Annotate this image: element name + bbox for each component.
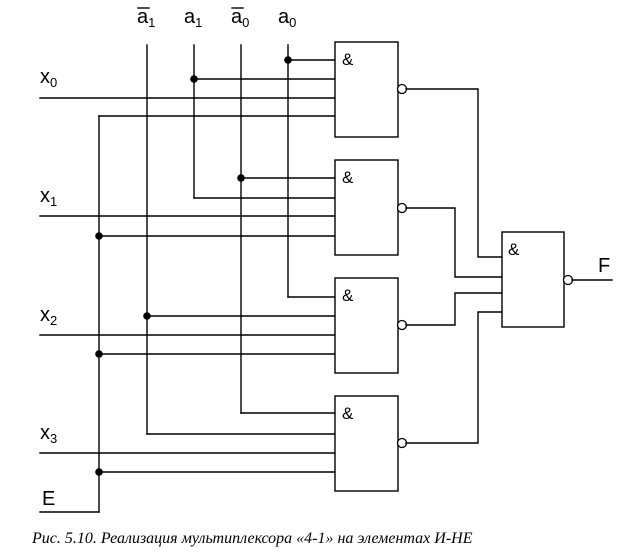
wire-gate2-out [405, 292, 503, 326]
gate-box [501, 231, 565, 328]
label-a0-bar: a0 [231, 6, 249, 30]
junction-a0-gate0 [284, 56, 292, 64]
junction-dots [95, 56, 292, 476]
gate0-inputs [39, 59, 336, 117]
and-symbol: & [508, 240, 520, 259]
wire-gate0-out [405, 88, 503, 258]
nand-gate-output: & [501, 231, 613, 328]
and-symbol: & [342, 168, 354, 187]
gate-output-wires [405, 88, 503, 444]
wire-gate3-out [405, 311, 503, 444]
and-symbol: & [342, 50, 354, 69]
nand-gate-3: & [334, 395, 408, 492]
junction-e-gate2 [95, 350, 103, 358]
gate-box [334, 41, 399, 138]
label-enable: E [42, 488, 55, 510]
junction-a1bar-gate2 [143, 312, 151, 320]
address-labels: a1 a1 a0 a0 [137, 6, 296, 30]
nand-gate-2: & [334, 277, 408, 374]
inversion-bubble [562, 274, 574, 286]
label-a0: a0 [278, 6, 296, 30]
figure-caption: Рис. 5.10. Реализация мультиплексора «4-… [31, 530, 473, 547]
gate-box [334, 395, 399, 492]
junction-a1-gate0 [190, 75, 198, 83]
nand-gate-0: & [334, 41, 408, 138]
inversion-bubble [396, 202, 408, 214]
nand-gate-1: & [334, 159, 408, 256]
inversion-bubble [396, 83, 408, 95]
label-output-f: F [598, 255, 610, 277]
inversion-bubble [396, 319, 408, 331]
and-symbol: & [342, 286, 354, 305]
gate1-inputs [39, 177, 336, 237]
label-x2: x2 [40, 304, 57, 328]
and-symbol: & [342, 404, 354, 423]
junction-a0bar-gate1 [237, 174, 245, 182]
label-a1: a1 [184, 6, 202, 30]
junction-e-gate3 [95, 468, 103, 476]
gate2-inputs [39, 296, 336, 355]
inversion-bubble [396, 437, 408, 449]
wire-gate1-out [405, 207, 503, 278]
data-input-labels: x0 x1 x2 x3 E [40, 66, 57, 510]
label-x3: x3 [40, 422, 57, 446]
junction-e-gate1 [95, 232, 103, 240]
label-x1: x1 [40, 185, 57, 209]
gate3-inputs [39, 412, 336, 473]
gate-box [334, 159, 399, 256]
vertical-buses [39, 44, 289, 513]
label-x0: x0 [40, 66, 57, 90]
label-a1-bar: a1 [137, 6, 155, 30]
